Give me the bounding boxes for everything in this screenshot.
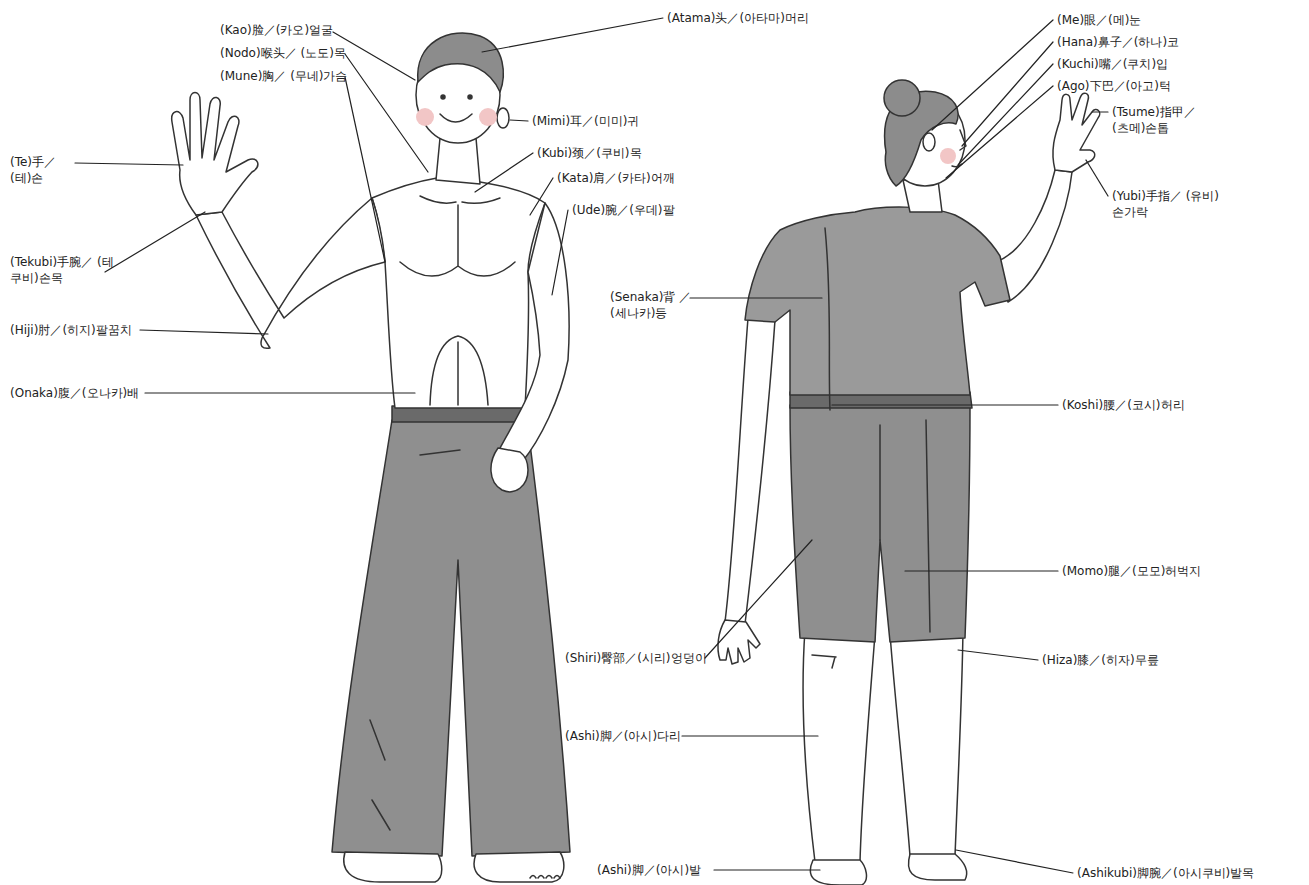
body-part-label: (Ude)腕／(우데)팔 (572, 202, 675, 218)
foot (344, 852, 442, 882)
neck (436, 138, 480, 184)
body-part-label: (Koshi)腰／(코시)허리 (1062, 397, 1185, 413)
leg (803, 630, 875, 862)
leader-line (510, 120, 528, 121)
pants-line (370, 450, 460, 830)
leader-line (958, 64, 1053, 165)
body-part-label: (Atama)头／(아타마)머리 (667, 10, 809, 26)
body-part-label: (Senaka)背 ／(세나카)등 (610, 289, 695, 321)
body-part-label: (Yubi)手指／ (유비)손가락 (1112, 188, 1222, 220)
body-part-label: (Hiji)肘／(히지)팔꿈치 (10, 322, 132, 338)
foot (908, 854, 966, 880)
body-part-label: (Shiri)臀部／(시리)엉덩이 (565, 650, 707, 666)
muscle-lines (400, 196, 515, 405)
raised-arm (196, 198, 385, 348)
fist (491, 448, 528, 492)
body-part-label: (Tsume)指甲／ (츠메)손톱 (1112, 104, 1212, 136)
foot (810, 860, 866, 885)
body-part-label: (Nodo)喉头／ (노도)목 (220, 45, 346, 61)
body-part-label: (Kao)脸／(카오)얼굴 (220, 22, 333, 38)
leader-lines (75, 18, 1108, 873)
leader-line (714, 869, 820, 870)
man-figure (172, 33, 570, 882)
leader-line (482, 18, 663, 52)
leader-line (530, 178, 553, 215)
body-part-label: (Ago)下巴／(아고)턱 (1057, 78, 1171, 94)
raised-arm (996, 170, 1072, 302)
leader-line (75, 163, 183, 165)
body-part-label: (Hiza)膝／(히자)무릎 (1042, 652, 1159, 668)
hand (1053, 93, 1100, 172)
face-profile (952, 130, 966, 167)
leader-line (1092, 111, 1108, 112)
hair-bun (884, 80, 920, 116)
ear (497, 108, 509, 128)
shirt (745, 207, 1010, 395)
smile (440, 114, 472, 122)
leader-line (345, 54, 428, 172)
leader-line (832, 404, 1058, 405)
leader-line (145, 392, 415, 393)
leader-line (140, 330, 268, 334)
hair (418, 33, 504, 92)
knee-mark (812, 655, 836, 668)
shorts-seam (880, 420, 930, 632)
body-part-label: (Mune)胸／ (무네)가슴 (220, 68, 348, 84)
leader-line (905, 570, 1058, 571)
body-part-label: (Hana)鼻子／(하나)코 (1057, 34, 1179, 50)
spine-line (825, 228, 830, 410)
leader-line (932, 20, 1053, 130)
cheek (416, 108, 434, 126)
leg (890, 630, 963, 856)
foot (474, 852, 564, 882)
body-part-label: (Kata)肩／(카타)어깨 (557, 170, 675, 186)
leader-line (962, 42, 1053, 146)
leader-line (552, 210, 568, 295)
leader-line (958, 650, 1038, 660)
leader-line (690, 297, 822, 298)
body-part-label: (Mimi)耳／(미미)귀 (532, 113, 639, 129)
body-part-label: (Tekubi)手腕／ (테쿠비)손목 (10, 254, 120, 286)
torso (372, 178, 545, 408)
leader-line (475, 153, 533, 192)
eye (441, 95, 445, 99)
hand (718, 620, 760, 664)
body-part-label: (Ashi)脚／(아시)다리 (565, 728, 681, 744)
leader-line (705, 540, 812, 658)
leader-line (682, 735, 818, 736)
body-part-label: (Onaka)腹／(오나카)배 (10, 385, 139, 401)
leader-line (946, 86, 1053, 178)
body-part-label: (Ashikubi)脚腕／(아시쿠비)발목 (1077, 865, 1254, 881)
body-part-label: (Momo)腿／(모모)허벅지 (1062, 563, 1201, 579)
body-part-label: (Kuchi)嘴／(쿠치)입 (1057, 56, 1168, 72)
hanging-arm (500, 203, 569, 462)
shorts (790, 405, 970, 642)
toes (530, 876, 560, 879)
body-part-label: (Te)手／ (테)손 (10, 154, 72, 186)
body-part-label: (Kubi)颈／(쿠비)목 (537, 145, 642, 161)
hand (172, 93, 258, 216)
leader-line (105, 212, 205, 272)
ear (923, 133, 935, 151)
body-part-label: (Me)眼／(메)눈 (1057, 12, 1141, 28)
eye (468, 95, 472, 99)
leader-line (956, 850, 1073, 873)
cheek (479, 108, 497, 126)
woman-figure (718, 80, 1100, 885)
leader-line (1086, 160, 1108, 196)
leader-line (345, 77, 385, 262)
hanging-arm (725, 318, 775, 624)
pants (332, 420, 570, 856)
body-part-label: (Ashi)脚／(아시)발 (597, 862, 701, 878)
cheek (940, 148, 956, 164)
